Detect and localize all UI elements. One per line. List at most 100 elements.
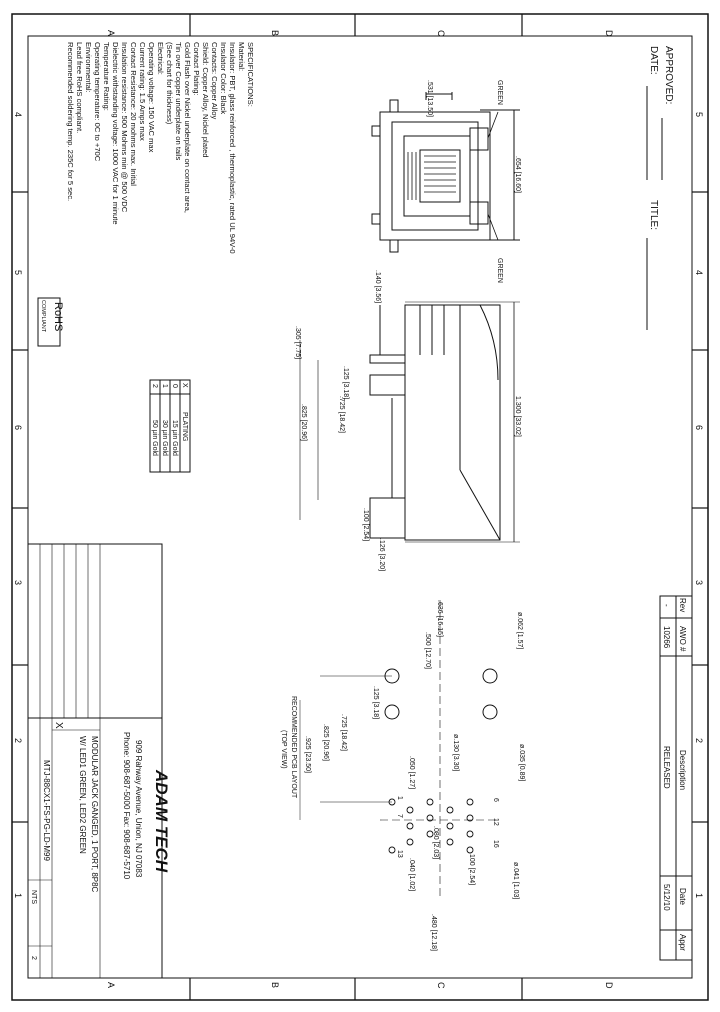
pcb-dim-480: .480 [12.18] bbox=[430, 914, 437, 951]
pcb-dim-040: .040 [1.02] bbox=[408, 858, 415, 891]
part-description-2: W/ LED1 GREEN, LED2 GREEN bbox=[78, 736, 87, 854]
plating-cell: 0 bbox=[171, 384, 178, 388]
zone-col-label: 6 bbox=[13, 425, 23, 430]
zone-row-label: A bbox=[106, 982, 116, 988]
green-label-right: GREEN bbox=[496, 258, 503, 283]
pcb-pin-label: 1 bbox=[396, 796, 403, 800]
pcb-dim-041: ø.041 [1.03] bbox=[512, 862, 519, 899]
spec-line: Contacts: Copper Alloy bbox=[210, 42, 219, 119]
side-dim-100: .100 [2.54] bbox=[362, 508, 369, 541]
pcb-dim-125: .125 [3.18] bbox=[372, 686, 379, 719]
side-dim-126: .126 [3.20] bbox=[378, 538, 385, 571]
plating-header: PLATING bbox=[181, 412, 188, 441]
specifications-block: SPECIFICATIONS: Material: Insulator: PBT… bbox=[66, 42, 255, 254]
zone-col-label: 5 bbox=[694, 112, 704, 117]
rohs-badge: RoHS COMPLIANT bbox=[37, 297, 64, 347]
pcb-dim-080: .080 [2.03] bbox=[432, 826, 439, 859]
spec-line: Contact Resistance: 20 mohms max. Initia… bbox=[129, 42, 138, 186]
inner-border bbox=[27, 35, 693, 979]
plating-table: X PLATING 0 15 μin Gold 1 30 μin Gold 2 … bbox=[149, 379, 191, 473]
pcb-pin-label: 7 bbox=[396, 814, 403, 818]
side-dim-140: .140 [3.56] bbox=[374, 270, 381, 303]
rev-header: Appr bbox=[678, 934, 687, 951]
pcb-dim-636: .636 [16.15] bbox=[436, 600, 443, 637]
pcb-subtitle: (TOP VIEW) bbox=[280, 730, 287, 769]
spec-line: Insulator: PBT, glass reinforced , therm… bbox=[228, 42, 237, 254]
pcb-dim-100: .100 [2.54] bbox=[468, 852, 475, 885]
zone-col-label: 2 bbox=[13, 738, 23, 743]
spec-line: Operating voltage: 150 VAC max bbox=[147, 42, 156, 153]
rev-cell: 10266 bbox=[662, 626, 671, 649]
zone-row-label: B bbox=[270, 30, 280, 36]
plating-cell: 2 bbox=[151, 384, 158, 388]
pcb-layout-drawing bbox=[299, 600, 500, 900]
pcb-dim-130: ø.130 [3.30] bbox=[452, 734, 459, 771]
rev-cell: - bbox=[662, 604, 671, 607]
pcb-pin-label: 6 bbox=[492, 798, 499, 802]
zone-row-label: D bbox=[604, 982, 614, 989]
rev-cell: 5/12/10 bbox=[662, 884, 671, 911]
pcb-pin-label: 13 bbox=[396, 850, 403, 858]
pcb-dim-925: .925 [23.50] bbox=[304, 736, 311, 773]
plating-cell: 15 μin Gold bbox=[171, 420, 178, 456]
spec-line: Lead free RoHS compliant. bbox=[75, 42, 84, 133]
spec-line: Operating temperature: 0C to +70C bbox=[93, 42, 102, 162]
zone-col-label: 4 bbox=[13, 112, 23, 117]
spec-line: Insulation resistance: 500 Mohms min @ 5… bbox=[120, 42, 129, 213]
zone-row-label: C bbox=[436, 982, 446, 989]
spec-line: Current rating: 1.5 Amps max bbox=[138, 42, 147, 141]
scale-value: NTS bbox=[30, 890, 37, 904]
front-width-dim: .654 [16.60] bbox=[514, 156, 521, 193]
zone-col-label: 1 bbox=[13, 893, 23, 898]
front-view-drawing bbox=[371, 92, 520, 253]
company-address: 909 Rahway Avenue, Union, NJ 07083 bbox=[134, 740, 143, 878]
x-marker: X bbox=[53, 722, 64, 729]
spec-line: Tin over Copper underplate on tails bbox=[174, 42, 183, 161]
rev-header: AWO # bbox=[678, 626, 687, 652]
spec-line: (See chart for thickness) bbox=[165, 42, 174, 125]
zone-col-label: 3 bbox=[694, 580, 704, 585]
spec-line: Electrical: bbox=[156, 42, 165, 75]
rev-cell: RELEASED bbox=[662, 746, 671, 789]
pcb-dim-725: .725 [18.42] bbox=[340, 714, 347, 751]
approved-label: APPROVED: bbox=[663, 46, 674, 104]
title-label: TITLE: bbox=[648, 200, 659, 230]
outer-border bbox=[11, 13, 709, 1001]
rohs-title: RoHS bbox=[52, 302, 64, 331]
part-description-1: MODULAR JACK GANGED, 1 PORT, 8P8C bbox=[90, 736, 99, 893]
zone-col-label: 4 bbox=[694, 270, 704, 275]
spec-line: Insulator Color: Black bbox=[219, 42, 228, 114]
zone-row-label: B bbox=[270, 982, 280, 988]
pcb-title: RECOMMENDED PCB LAYOUT bbox=[290, 696, 297, 799]
pcb-pin-label: 12 bbox=[492, 818, 499, 826]
zone-col-label: 1 bbox=[694, 893, 704, 898]
plating-cell: 1 bbox=[161, 384, 168, 388]
zone-row-label: C bbox=[436, 30, 446, 37]
zone-col-label: 3 bbox=[13, 580, 23, 585]
spec-line: Gold Flash over Nickel underplate on con… bbox=[183, 42, 192, 213]
zone-col-label: 2 bbox=[694, 738, 704, 743]
side-dim-125: .125 [3.18] bbox=[342, 366, 349, 399]
pcb-dim-050: .050 [1.27] bbox=[408, 756, 415, 789]
date-label: DATE: bbox=[648, 46, 659, 75]
revision-table: Rev AWO # Description Date Appr - 10266 … bbox=[659, 595, 693, 961]
rev-header: Description bbox=[678, 750, 687, 790]
pcb-dim-500: .500 [12.70] bbox=[424, 632, 431, 669]
part-number: MTJ-88CX1-FS-PG-LD-M99 bbox=[42, 760, 51, 861]
rev-header: Rev bbox=[678, 598, 687, 612]
side-dim-825: .825 [20.96] bbox=[300, 404, 307, 441]
spec-material: Material: bbox=[237, 42, 246, 71]
green-label-left: GREEN bbox=[496, 80, 503, 105]
spec-line: Contact Plating: bbox=[192, 42, 201, 96]
plating-cell: 30 μin Gold bbox=[161, 420, 168, 456]
spec-line: Recommended soldering temp. 235C for 5 s… bbox=[66, 42, 75, 201]
front-led-dim: .531 [13.50] bbox=[426, 80, 433, 117]
spec-line: Environmental: bbox=[84, 42, 93, 93]
pcb-dim-062: ø.062 [1.57] bbox=[516, 612, 523, 649]
spec-line: Temperature Rating: bbox=[102, 42, 111, 111]
plating-header: X bbox=[181, 383, 188, 388]
spec-heading: SPECIFICATIONS: bbox=[246, 42, 255, 107]
pcb-dim-825: .825 [20.96] bbox=[322, 724, 329, 761]
sheet-number: 2 bbox=[30, 956, 37, 960]
